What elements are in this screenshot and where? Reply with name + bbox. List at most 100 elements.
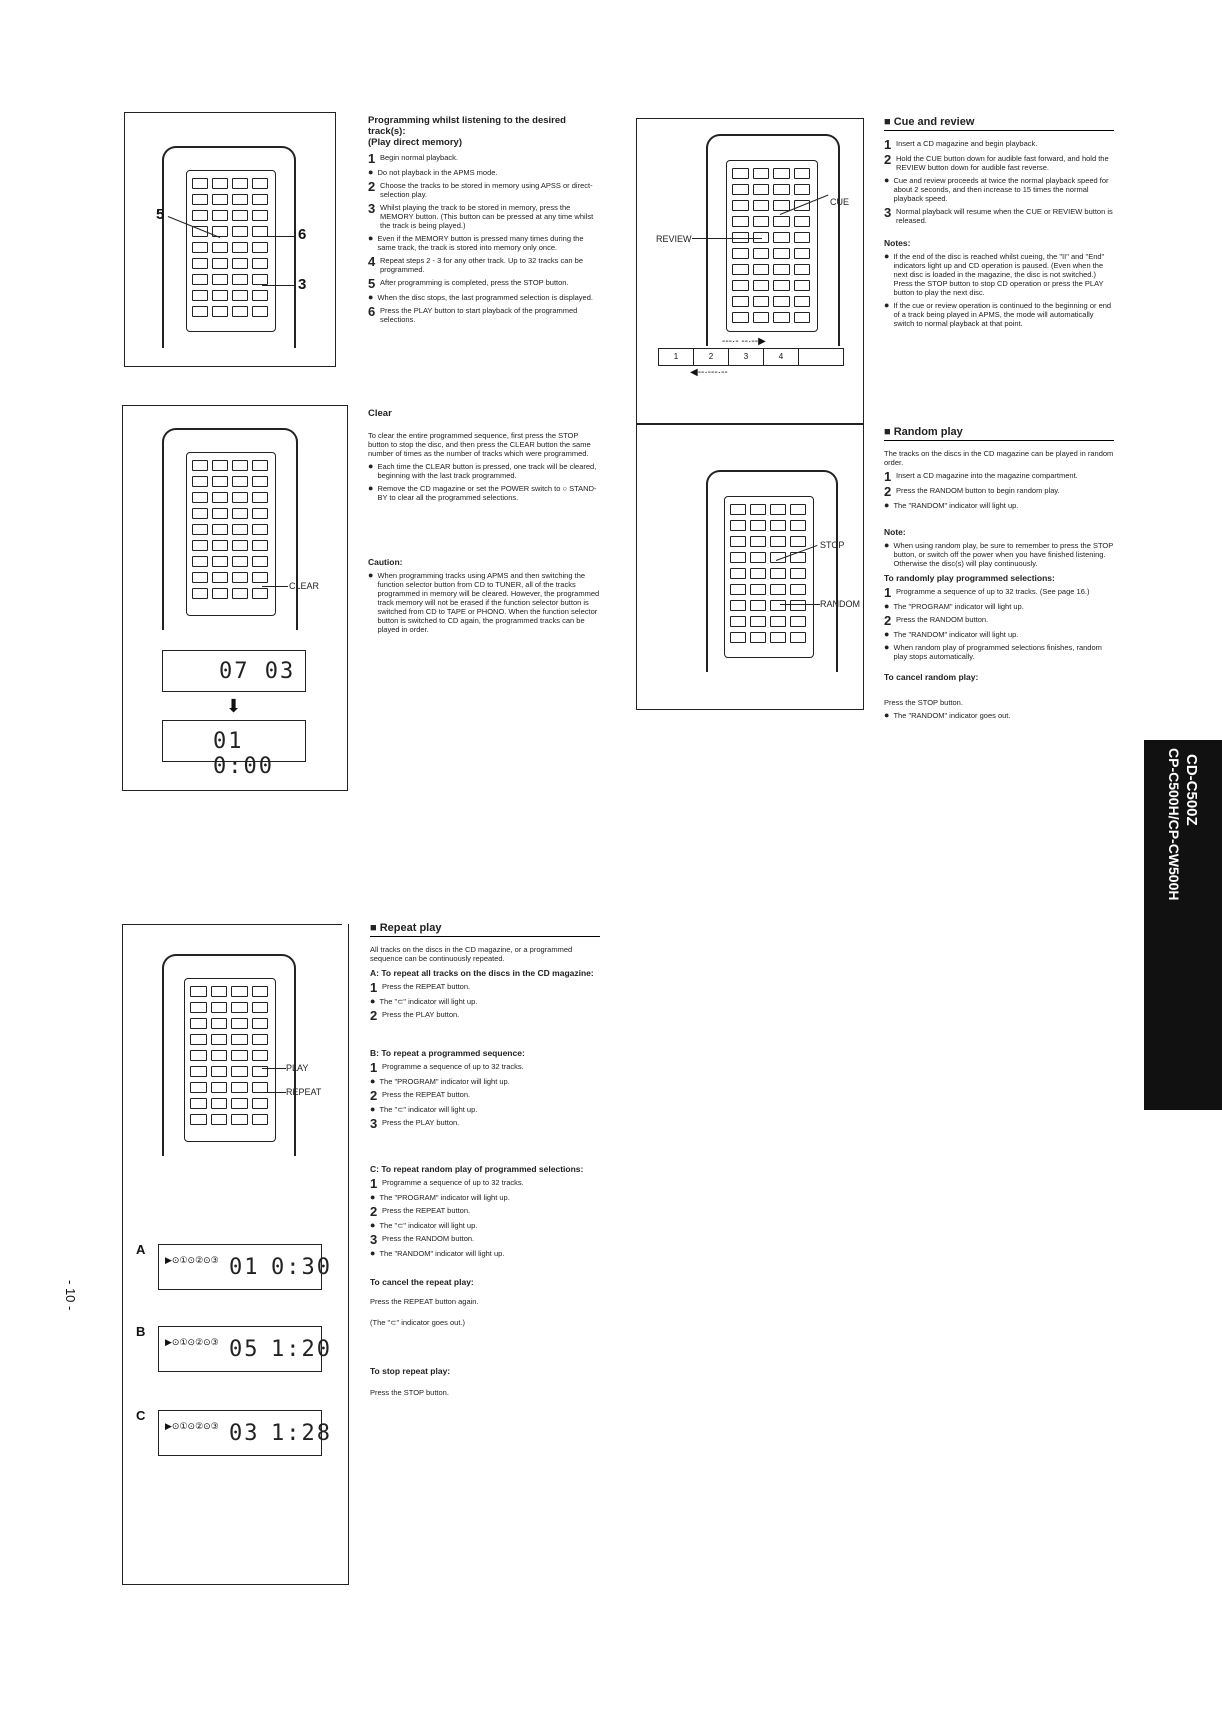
item-text: After programming is completed, press th… xyxy=(380,278,569,287)
step-number: 1 xyxy=(884,469,892,484)
cue-notes-title: Notes: xyxy=(884,238,911,248)
item-text: Press the REPEAT button. xyxy=(382,1206,471,1215)
bullet-icon: ● xyxy=(370,1104,376,1114)
page-number: - 10 - xyxy=(63,1280,78,1311)
item-text: Do not playback in the APMS mode. xyxy=(377,168,498,177)
cancel-repeat-note: (The "⊂" indicator goes out.) xyxy=(370,1318,465,1327)
clear-intro: To clear the entire programmed sequence,… xyxy=(368,431,591,458)
item-text: The "PROGRAM" indicator will light up. xyxy=(379,1193,510,1202)
leader-repeat xyxy=(262,1092,286,1093)
step-number: 2 xyxy=(370,1088,378,1103)
step-number: 3 xyxy=(368,201,376,216)
repeat-a-item: ●The "⊂" indicator will light up. xyxy=(370,997,600,1007)
time-readout: 1:28 xyxy=(271,1421,332,1446)
repeat-c-item: ●The "PROGRAM" indicator will light up. xyxy=(370,1193,600,1203)
callout-6: 6 xyxy=(298,226,307,243)
step-number: 2 xyxy=(884,613,892,628)
remote-keys-repeat xyxy=(190,986,268,1125)
track-readout: 03 xyxy=(229,1421,260,1446)
step-number: 2 xyxy=(884,152,892,167)
repeat-figure-right-rule xyxy=(348,924,349,1584)
clear-lcd-after: 01 0:00 xyxy=(162,720,306,779)
track-strip: 1 2 3 4 xyxy=(658,348,844,366)
item-text: Programme a sequence of up to 32 tracks.… xyxy=(896,587,1090,596)
clear-bullet-1: Each time the CLEAR button is pressed, o… xyxy=(377,462,597,480)
item-text: The "PROGRAM" indicator will light up. xyxy=(893,602,1024,611)
repeat-c-item: ●The "⊂" indicator will light up. xyxy=(370,1220,600,1231)
panel-letter-b: B xyxy=(136,1324,146,1339)
remote-outline-repeat xyxy=(162,954,296,1156)
repeat-a-item: 1 Press the REPEAT button. xyxy=(370,980,600,995)
bullet-icon: ● xyxy=(884,175,890,185)
item-text: Cue and review proceeds at twice the nor… xyxy=(893,176,1109,203)
item-text: Insert a CD magazine and begin playback. xyxy=(896,139,1038,148)
bullet-icon: ● xyxy=(370,1076,376,1086)
random-prog-item: 2 Press the RANDOM button. xyxy=(884,613,1114,628)
step-number: 1 xyxy=(884,585,892,600)
lcd-readout-after: 01 0:00 xyxy=(213,729,274,779)
track-readout: 01 xyxy=(229,1255,260,1280)
leader-play xyxy=(262,1068,286,1069)
play-label: PLAY xyxy=(286,1063,309,1073)
random-note-title: Note: xyxy=(884,527,906,537)
item-text: The "PROGRAM" indicator will light up. xyxy=(379,1077,510,1086)
item-text: When random play of programmed selection… xyxy=(893,643,1102,661)
random-note: When using random play, be sure to remem… xyxy=(893,541,1114,568)
random-prog-item: 1 Programme a sequence of up to 32 tracks… xyxy=(884,585,1114,600)
disc-indicators-icon: ▶⊙①⊙②⊙③ xyxy=(165,1337,219,1347)
item-text: Press the RANDOM button. xyxy=(896,615,989,624)
step-number: 1 xyxy=(368,151,376,166)
item-text: Whilst playing the track to be stored in… xyxy=(380,203,594,230)
repeat-a-title: A: To repeat all tracks on the discs in … xyxy=(370,968,594,978)
program-item: ●When the disc stops, the last programme… xyxy=(368,293,600,303)
random-figure xyxy=(636,424,864,710)
step-number: 4 xyxy=(368,254,376,269)
item-text: Repeat steps 2 - 3 for any other track. … xyxy=(380,256,584,274)
track-1: 1 xyxy=(659,349,694,365)
random-prog-title: To randomly play programmed selections: xyxy=(884,573,1055,583)
clear-figure xyxy=(122,405,348,791)
review-label: REVIEW xyxy=(656,234,692,244)
forward-arrow-icon: ‑‑‑·‑ ‑‑·‑‑▶ xyxy=(722,336,766,347)
remote-outline xyxy=(162,146,296,348)
remote-keypad-cue xyxy=(726,160,818,332)
clear-section: Clear To clear the entire programmed seq… xyxy=(368,408,600,634)
repeat-b-item: ●The "⊂" indicator will light up. xyxy=(370,1104,600,1115)
repeat-intro: All tracks on the discs in the CD magazi… xyxy=(370,945,573,963)
track-readout: 05 xyxy=(229,1337,260,1362)
item-text: Press the REPEAT button. xyxy=(382,982,471,991)
panel-letter-a: A xyxy=(136,1242,146,1257)
item-text: The "⊂" indicator will light up. xyxy=(379,997,478,1006)
cancel-repeat-title: To cancel the repeat play: xyxy=(370,1277,474,1287)
remote-keys-random xyxy=(730,504,806,643)
clear-lcd-before: 07 03 xyxy=(162,650,306,692)
repeat-c-title: C: To repeat random play of programmed s… xyxy=(370,1164,584,1174)
cancel-repeat-text: Press the REPEAT button again. xyxy=(370,1297,479,1306)
cue-label: CUE xyxy=(830,197,850,207)
down-arrow-icon: ⬇ xyxy=(226,696,242,716)
step-number: 1 xyxy=(370,1060,378,1075)
track-2: 2 xyxy=(694,349,729,365)
repeat-b-item: ●The "PROGRAM" indicator will light up. xyxy=(370,1076,600,1087)
step-number: 6 xyxy=(368,304,376,319)
repeat-a-list: 1 Press the REPEAT button. ●The "⊂" indica… xyxy=(370,980,600,1022)
step-number: 1 xyxy=(370,980,378,995)
cue-note-2: If the cue or review operation is contin… xyxy=(893,301,1112,328)
bullet-icon: ● xyxy=(370,1220,376,1230)
item-text: The "RANDOM" indicator will light up. xyxy=(893,630,1019,639)
panel-letter-c: C xyxy=(136,1408,146,1423)
remote-keypad-random xyxy=(724,496,814,658)
repeat-c-item: ●The "RANDOM" indicator will light up. xyxy=(370,1249,600,1259)
leader-6 xyxy=(258,236,296,237)
